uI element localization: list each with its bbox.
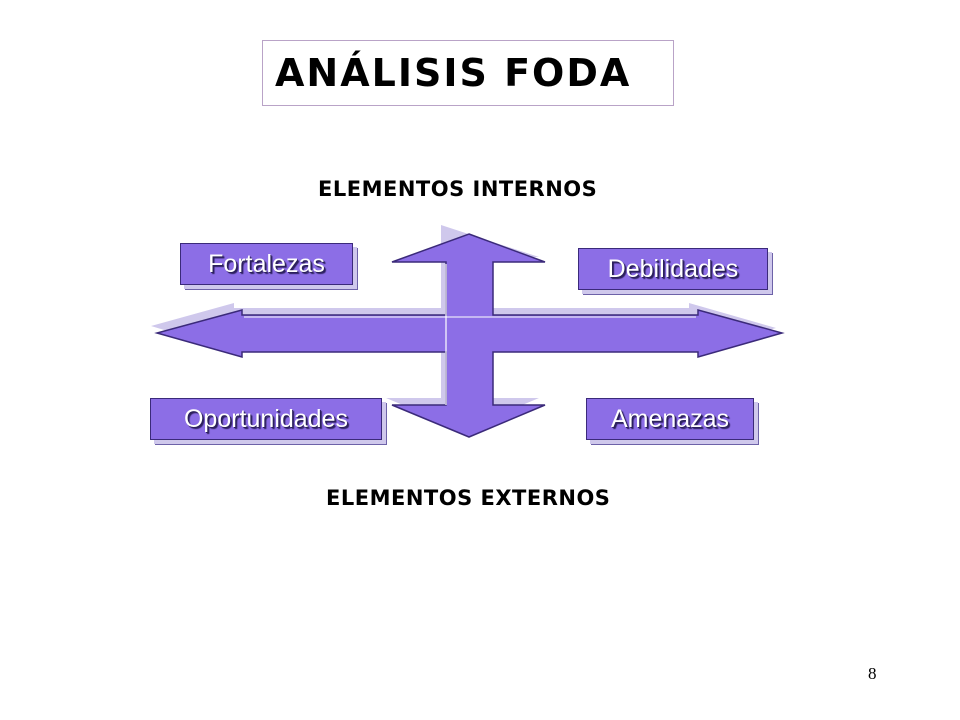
quadrant-oportunidades-label: Oportunidades	[183, 404, 348, 433]
quadrant-oportunidades: Oportunidades	[150, 398, 382, 440]
quadrant-fortalezas: Fortalezas	[180, 243, 353, 285]
slide-title: ANÁLISIS FODA	[275, 51, 632, 95]
slide-title-box: ANÁLISIS FODA	[262, 40, 674, 106]
internal-elements-label: Elementos internos	[318, 177, 598, 201]
quadrant-debilidades-label: Debilidades	[607, 254, 739, 283]
quadrant-debilidades: Debilidades	[578, 248, 768, 290]
four-way-arrow	[154, 233, 785, 438]
external-elements-label: Elementos externos	[326, 486, 611, 510]
quadrant-fortalezas-label: Fortalezas	[208, 249, 325, 278]
quadrant-amenazas-label: Amenazas	[610, 404, 730, 433]
page-number: 8	[868, 664, 877, 683]
quadrant-amenazas: Amenazas	[586, 398, 754, 440]
